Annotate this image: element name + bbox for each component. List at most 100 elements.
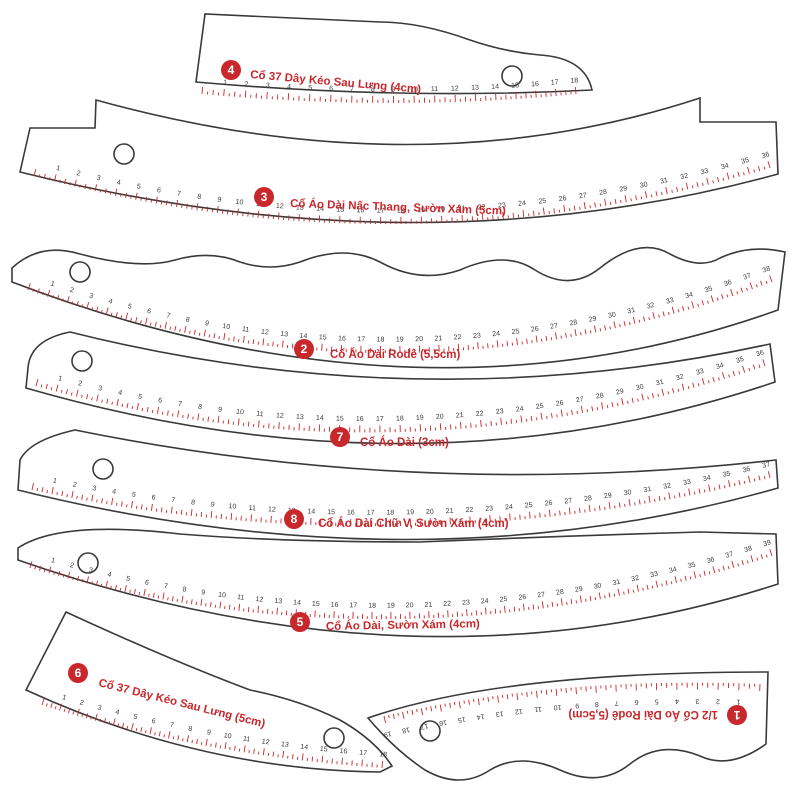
scale-label: 19 (416, 415, 424, 422)
scale-label: 21 (434, 335, 442, 342)
scale-tick (516, 338, 518, 346)
scale-tick (721, 372, 725, 380)
scale-tick (733, 483, 736, 487)
scale-tick (219, 745, 222, 749)
scale-tick (619, 324, 621, 328)
scale-label: 5 (131, 491, 136, 499)
scale-tick (242, 335, 245, 343)
scale-tick (162, 592, 165, 600)
scale-tick (728, 480, 731, 488)
scale-label: 15 (319, 746, 328, 754)
scale-label: 16 (338, 335, 346, 342)
scale-tick (655, 191, 658, 197)
scale-label: 25 (499, 596, 508, 604)
scale-tick (168, 731, 171, 739)
scale-tick (614, 505, 616, 509)
scale-tick (665, 580, 668, 586)
scale-label: 28 (584, 495, 593, 503)
scale-label: 24 (492, 331, 501, 339)
scale-label: 18 (570, 77, 579, 85)
scale-tick (105, 307, 109, 315)
scale-tick (609, 201, 612, 205)
scale-label: 4 (116, 179, 121, 187)
scale-tick (53, 571, 55, 575)
scale-tick (89, 186, 92, 191)
scale-tick (738, 480, 741, 486)
scale-label: 3 (88, 293, 94, 301)
ruler-4-outline (195, 13, 593, 95)
scale-label: 22 (454, 334, 462, 342)
scale-tick (604, 325, 607, 331)
scale-tick (133, 588, 136, 594)
scale-label: 27 (537, 591, 546, 599)
scale-tick (208, 334, 211, 338)
scale-label: 8 (185, 316, 190, 324)
scale-tick (228, 604, 231, 610)
scale-tick (143, 588, 146, 596)
scale-tick (99, 718, 102, 722)
scale-tick (584, 329, 587, 335)
scale-tick (674, 495, 676, 499)
scale-tick (520, 415, 523, 423)
scale-tick (672, 388, 675, 394)
scale-label: 1 (50, 281, 56, 289)
scale-tick (697, 303, 700, 307)
scale-tick (727, 566, 730, 570)
scale-tick (535, 335, 538, 343)
scale-label: 35 (722, 470, 731, 479)
scale-tick (223, 88, 225, 96)
scale-tick (598, 505, 601, 511)
scale-label: 7 (614, 699, 618, 706)
scale-label: 2 (79, 699, 85, 707)
scale-tick (105, 580, 108, 588)
scale-label: 10 (553, 703, 562, 711)
scale-tick (135, 317, 138, 323)
scale-label: 19 (406, 509, 414, 516)
scale-label: 22 (478, 204, 486, 212)
scale-tick (530, 416, 533, 422)
scale-tick (638, 319, 641, 323)
scale-tick (741, 559, 744, 566)
scale-tick (272, 751, 275, 757)
scale-tick (575, 600, 578, 604)
scale-tick (746, 287, 748, 291)
scale-tick (657, 393, 660, 397)
scale-tick (58, 179, 61, 183)
scale-tick (79, 184, 81, 188)
scale-tick (712, 376, 715, 383)
scale-label: 11 (241, 326, 249, 334)
scale-tick (752, 364, 756, 370)
scale-label: 12 (268, 506, 276, 513)
scale-tick (599, 328, 602, 332)
scale-label: 8 (595, 700, 599, 707)
scale-tick (109, 191, 112, 195)
scale-label: 12 (260, 329, 269, 337)
scale-tick (742, 365, 746, 373)
scale-label: 16 (339, 748, 348, 756)
scale-tick (665, 187, 668, 195)
scale-tick (701, 377, 705, 385)
scale-tick (685, 182, 689, 190)
scale-tick (75, 389, 79, 397)
scale-tick (160, 201, 163, 205)
scale-tick (684, 493, 686, 497)
scale-label: 4 (117, 389, 122, 397)
scale-tick (52, 295, 54, 299)
scale-label: 7 (176, 190, 181, 198)
scale-tick (747, 166, 750, 174)
scale-tick (644, 500, 646, 504)
ruler-5-number: 5 (297, 615, 304, 629)
scale-tick (140, 197, 142, 201)
scale-tick (631, 397, 634, 403)
scale-tick (100, 310, 103, 314)
scale-tick (718, 484, 721, 490)
scale-tick (634, 502, 636, 506)
scale-tick (591, 406, 594, 412)
scale-tick (61, 298, 64, 302)
scale-tick (687, 385, 690, 390)
scale-tick (48, 177, 51, 181)
scale-tick (723, 485, 726, 489)
scale-tick (539, 512, 541, 518)
